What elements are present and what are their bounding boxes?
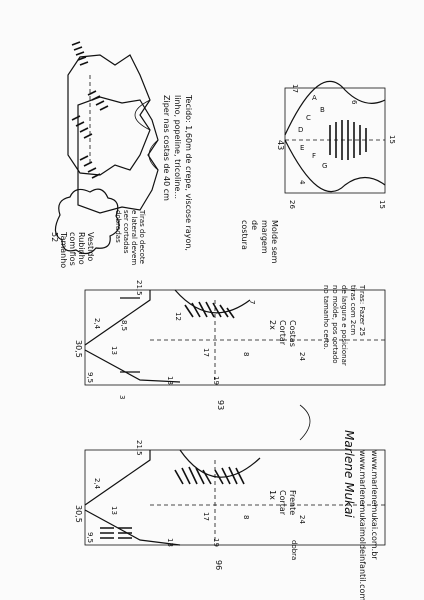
molde-note: Molde sem margem de costura bbox=[240, 220, 279, 264]
molde-note-1: Molde sem bbox=[270, 220, 279, 264]
front-measure-8: 8 bbox=[242, 515, 250, 519]
front-label-1: Frente bbox=[288, 490, 297, 515]
title-line-2: Rubinho bbox=[77, 232, 86, 265]
sleeve-letter-d: D bbox=[298, 126, 303, 134]
back-measure-12: 12 bbox=[174, 312, 182, 321]
back-measure-85: 8,5 bbox=[120, 320, 128, 331]
fabric-note-3: Ziper nas costas de 40 cm bbox=[162, 95, 171, 201]
sleeve-measure-43: 43 bbox=[276, 140, 285, 150]
title-line-1: Vestido bbox=[86, 232, 95, 261]
front-measure-215: 21,5 bbox=[135, 440, 143, 456]
sleeve-measure-4: 4 bbox=[298, 180, 306, 185]
signature: Marlene Mukai bbox=[342, 430, 356, 518]
sleeve-piece: 43 17 15 26 15 4 6 A B C D E F G bbox=[276, 80, 396, 209]
sleeve-letter-f: F bbox=[312, 152, 316, 160]
sleeve-measure-6: 6 bbox=[350, 100, 358, 105]
front-measure-95: 9,5 bbox=[86, 532, 94, 543]
front-measure-17: 17 bbox=[202, 512, 210, 521]
tiras-fazer-note: Tiras: Fazer 25 tiras com 2cm de largura… bbox=[322, 284, 366, 366]
molde-note-4: costura bbox=[240, 220, 249, 250]
website-1: www.marlenemukai.com.br bbox=[370, 450, 379, 560]
sleeve-measure-15: 15 bbox=[388, 135, 396, 144]
title-line-5: 52 bbox=[50, 232, 59, 242]
fabric-note-2: linho, popeline, tricoline... bbox=[173, 95, 182, 199]
back-label-1: Costas bbox=[288, 320, 297, 347]
front-measure-96: 96 bbox=[214, 560, 223, 570]
title-line-4: Tamanho bbox=[59, 231, 68, 268]
front-label-3: 1x bbox=[268, 490, 277, 500]
back-measure-93: 93 bbox=[216, 400, 225, 410]
dress-sketch-front bbox=[67, 54, 151, 176]
back-label-3: 2x bbox=[268, 320, 277, 330]
back-measure-305: 30,5 bbox=[74, 340, 83, 358]
back-measure-17: 17 bbox=[202, 348, 210, 357]
back-measure-13b: 13 bbox=[166, 376, 174, 385]
title-line-3: com fios bbox=[68, 232, 77, 266]
tiras-fazer-4: no molde, pos cortado bbox=[331, 285, 339, 364]
tiras-note: Tiras do decote e lateral devem ser cort… bbox=[114, 209, 146, 265]
back-measure-13: 13 bbox=[110, 346, 118, 355]
tiras-fazer-1: Tiras: Fazer 25 bbox=[358, 284, 366, 336]
front-piece: 30,5 21,5 2,4 9,5 13 17 13 19 96 8 24 do… bbox=[74, 440, 386, 570]
sleeve-letter-a: A bbox=[312, 94, 317, 102]
sleeve-letter-c: C bbox=[306, 114, 311, 122]
fold-label: dobra bbox=[290, 540, 298, 560]
back-piece: 30,5 21,5 2,4 9,5 13 8,5 3 12 17 13 19 9… bbox=[74, 280, 386, 410]
sleeve-measure-15b: 15 bbox=[378, 200, 386, 209]
front-measure-24b: 24 bbox=[298, 515, 306, 524]
sleeve-letter-b: B bbox=[320, 106, 325, 114]
front-measure-24: 2,4 bbox=[93, 478, 101, 490]
sleeve-letter-e: E bbox=[300, 144, 304, 152]
back-measure-7: 7 bbox=[248, 300, 256, 304]
back-measure-95: 9,5 bbox=[86, 372, 94, 383]
back-measure-8: 8 bbox=[242, 352, 250, 356]
tiras-note-3: ser cortadas bbox=[122, 210, 130, 254]
back-measure-19: 19 bbox=[212, 376, 220, 385]
tiras-note-4: dobradas bbox=[114, 210, 122, 243]
websites: www.marlenemukai.com.br www.marlenemukai… bbox=[358, 450, 379, 600]
signature-flourish bbox=[299, 404, 311, 441]
website-2: www.marlenemukaimoldeinfantil.com.br bbox=[358, 450, 367, 600]
front-measure-13: 13 bbox=[110, 506, 118, 515]
signature-text: Marlene Mukai bbox=[342, 430, 356, 518]
title-cloud: Vestido Rubinho com fios Tamanho 52 bbox=[50, 188, 120, 268]
fabric-note: Tecido: 1,60m de crepe, viscose rayon, l… bbox=[162, 94, 193, 251]
front-measure-19: 19 bbox=[212, 538, 220, 547]
tiras-note-1: Tiras do decote bbox=[138, 209, 146, 264]
tiras-fazer-3: de largura e posicionar bbox=[340, 285, 348, 366]
front-label-2: Cortar bbox=[278, 490, 287, 516]
tiras-note-2: e lateral devem bbox=[130, 210, 138, 265]
molde-note-3: de bbox=[250, 220, 259, 230]
fabric-note-1: Tecido: 1,60m de crepe, viscose rayon, bbox=[184, 94, 193, 251]
sleeve-letter-g: G bbox=[322, 162, 327, 170]
hatched-straps-sketch bbox=[71, 41, 109, 179]
front-measure-305: 30,5 bbox=[74, 505, 83, 523]
back-measure-215: 21,5 bbox=[135, 280, 143, 296]
molde-note-2: margem bbox=[260, 220, 269, 254]
sleeve-measure-17: 17 bbox=[291, 84, 299, 93]
tiras-fazer-2: tiras com 2cm bbox=[349, 285, 357, 335]
back-measure-3: 3 bbox=[118, 395, 126, 399]
back-measure-24b: 24 bbox=[298, 352, 306, 361]
back-label-2: Cortar bbox=[278, 320, 287, 346]
back-measure-24: 2,4 bbox=[93, 318, 101, 330]
sleeve-measure-26: 26 bbox=[288, 200, 296, 209]
front-measure-13b: 13 bbox=[166, 538, 174, 547]
tiras-fazer-5: no tamanho certo. bbox=[322, 285, 330, 350]
